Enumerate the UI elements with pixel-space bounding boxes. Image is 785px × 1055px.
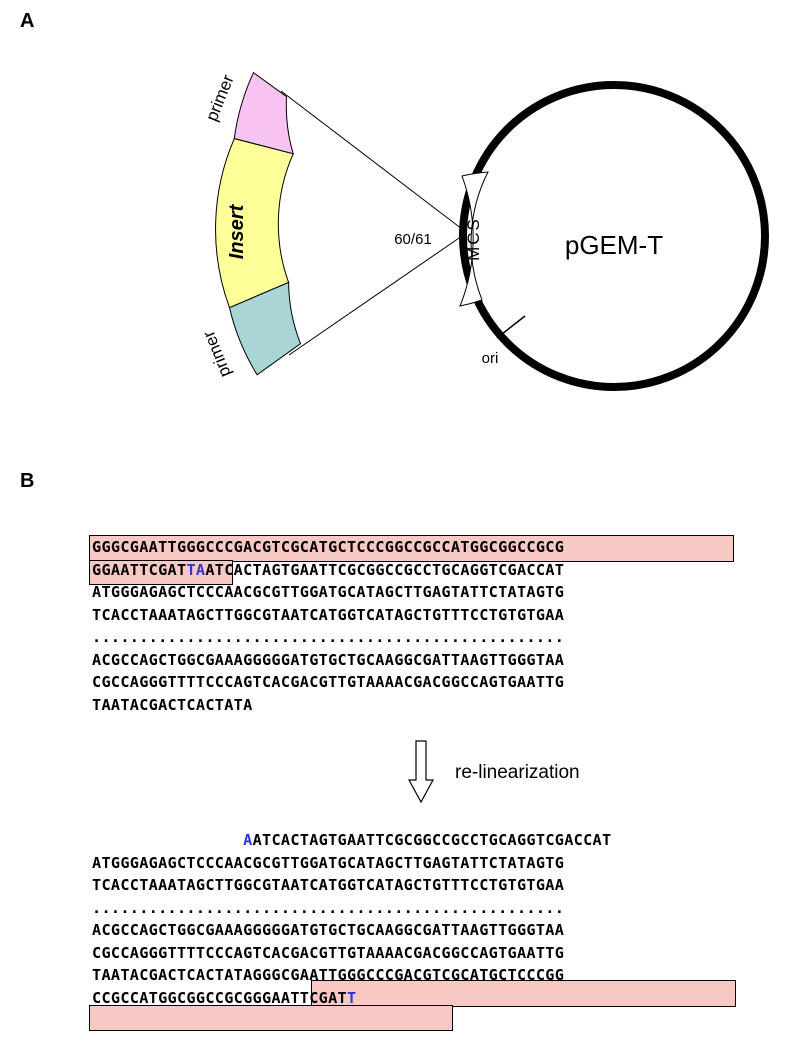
seq-after-line3: TCACCTAAATAGCTTGGCGTAATCATGGTCATAGCTGTTT… xyxy=(92,876,565,894)
primer-top-label: primer xyxy=(202,72,238,124)
plasmid-circle xyxy=(459,81,769,391)
seq-after-dots: ........................................… xyxy=(92,898,565,917)
seq-before-line2-t: T xyxy=(186,560,196,579)
ori-tick xyxy=(496,315,526,339)
plasmid-label: pGEM-T xyxy=(565,230,663,260)
seq-before-line5: ACGCCAGCTGGCGAAAGGGGGATGTGCTGCAAGGCGATTA… xyxy=(92,650,565,669)
highlight-box-4 xyxy=(89,1005,453,1031)
seq-before-line1: GGGCGAATTGGGCCCGACGTCGCATGCTCCCGGCCGCCAT… xyxy=(92,538,565,556)
highlight-box-1 xyxy=(89,535,734,562)
highlight-box-3 xyxy=(311,980,736,1007)
seq-before-line6: CGCCAGGGTTTTCCCAGTCACGACGTTGTAAAACGACGGC… xyxy=(92,673,565,691)
ori-label: ori xyxy=(482,350,499,367)
step-label: re-linearization xyxy=(455,762,580,783)
insert-label: Insert xyxy=(226,203,248,259)
seq-after-line5: CGCCAGGGTTTTCCCAGTCACGACGTTGTAAAACGACGGC… xyxy=(92,943,565,962)
seq-after-line6-hl: GGGCGAATTGGGCCCGACGTCGCATGCTCCCGG xyxy=(252,966,565,984)
seq-before-line4: TCACCTAAATAGCTTGGCGTAATCATGGTCATAGCTGTTT… xyxy=(92,605,565,624)
down-arrow xyxy=(407,740,435,804)
seq-after-line6: TAATACGACTCACTATAGGGCGAATTGGGCCCGACGTCGC… xyxy=(92,966,564,984)
seq-after-line1-a: A xyxy=(243,831,253,849)
fan-line-top xyxy=(280,90,463,230)
highlight-box-2 xyxy=(89,560,233,585)
fan-line-bottom xyxy=(288,235,463,356)
primer-bottom-label: primer xyxy=(199,328,235,380)
site-label: 60/61 xyxy=(394,231,432,248)
seq-after-line2: ATGGGAGAGCTCCCAACGCGTTGGATGCATAGCTTGAGTA… xyxy=(92,853,565,872)
primer-bottom-segment xyxy=(228,281,302,376)
seq-before-line2-a: A xyxy=(195,560,206,579)
panel-label-b: B xyxy=(20,470,35,492)
seq-after-line7-hl: CCGCCATGGCGGCCGCGGGAATTCGAT xyxy=(92,988,347,1007)
mcs-label: MCS xyxy=(464,217,483,261)
seq-after-line4: ACGCCAGCTGGCGAAAGGGGGATGTGCTGCAAGGCGATTA… xyxy=(92,921,565,939)
seq-before-line3: ATGGGAGAGCTCCCAACGCGTTGGATGCATAGCTTGAGTA… xyxy=(92,583,565,601)
seq-after-line1-rest: ATCACTAGTGAATTCGCGGCCGCCTGCAGGTCGACCAT xyxy=(252,831,612,849)
sequence-after: AATCACTAGTGAATTCGCGGCCGCCTGCAGGTCGACCAT … xyxy=(92,829,611,1009)
seq-after-line7: CCGCCATGGCGGCCGCGGGAATTCGATT xyxy=(92,989,356,1007)
seq-before-line7: TAATACGACTCACTATA xyxy=(92,695,253,714)
seq-before-line2-hl: GGAATTCGAT xyxy=(92,560,187,579)
seq-before-line2-rest: ATCACTAGTGAATTCGCGGCCGCCTGCAGGTCGACCAT xyxy=(205,560,565,579)
seq-after-line6-plain: TAATACGACTCACTATA xyxy=(92,966,253,984)
sequence-before: GGGCGAATTGGGCCCGACGTCGCATGCTCCCGGCCGCCAT… xyxy=(92,536,564,716)
seq-after-line7-t: T xyxy=(346,988,357,1007)
mcs-box xyxy=(459,171,489,307)
panel-label-a: A xyxy=(20,10,35,32)
seq-before-dots: ........................................… xyxy=(92,628,565,646)
